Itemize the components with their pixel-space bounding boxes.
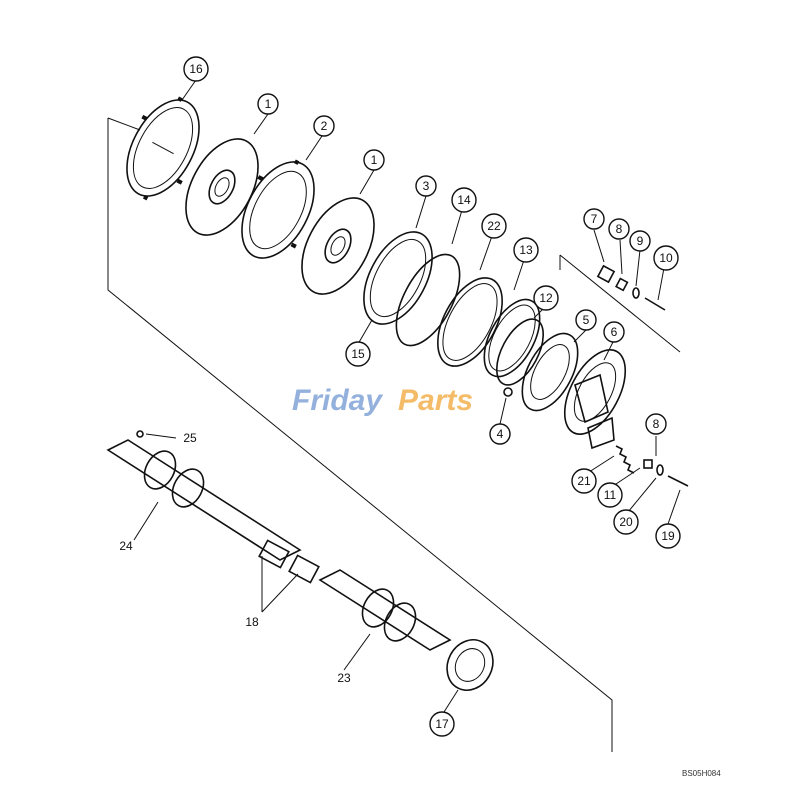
callout-22: 22 — [481, 213, 507, 239]
svg-text:9: 9 — [637, 234, 644, 248]
svg-text:14: 14 — [457, 193, 471, 207]
svg-text:5: 5 — [583, 313, 590, 327]
svg-text:20: 20 — [619, 515, 633, 529]
part-1-friction-disc-b — [301, 197, 375, 295]
drawing-code: BS05H084 — [682, 769, 721, 778]
part-13-ring — [483, 298, 541, 378]
plain-labels: 25 24 18 23 — [119, 431, 351, 685]
svg-text:13: 13 — [519, 243, 533, 257]
callout-8a: 8 — [608, 218, 630, 240]
svg-text:21: 21 — [577, 474, 591, 488]
leader-lines — [133, 79, 681, 713]
svg-text:7: 7 — [591, 212, 598, 226]
label-24: 24 — [119, 539, 133, 553]
svg-text:6: 6 — [611, 325, 618, 339]
part-14-ring — [395, 253, 461, 347]
parts-7-10-group — [596, 264, 666, 311]
callout-10: 10 — [653, 245, 679, 271]
svg-text:10: 10 — [659, 251, 673, 265]
svg-text:15: 15 — [351, 347, 365, 361]
svg-text:1: 1 — [265, 97, 272, 111]
callout-13: 13 — [513, 237, 539, 263]
svg-text:Parts: Parts — [398, 384, 473, 417]
callout-9: 9 — [629, 230, 651, 252]
callout-11: 11 — [597, 482, 623, 508]
callout-16: 16 — [183, 56, 209, 82]
svg-text:22: 22 — [487, 219, 501, 233]
svg-text:1: 1 — [371, 153, 378, 167]
svg-text:Friday: Friday — [292, 384, 383, 417]
svg-text:12: 12 — [539, 291, 553, 305]
parts-19-21-group — [615, 445, 689, 487]
part-5-housing — [521, 332, 579, 412]
callout-21: 21 — [571, 468, 597, 494]
svg-text:2: 2 — [321, 119, 328, 133]
part-12-ring — [496, 318, 544, 386]
part-2-plate — [241, 159, 315, 259]
callout-1b: 1 — [363, 149, 385, 171]
part-6-cover — [563, 349, 627, 450]
shaft-assembly — [106, 430, 494, 691]
callout-19: 19 — [655, 523, 681, 549]
callout-6: 6 — [603, 321, 625, 343]
part-22-ring — [437, 277, 503, 367]
svg-text:8: 8 — [616, 222, 623, 236]
callout-20: 20 — [613, 509, 639, 535]
callouts: 16 1 2 1 3 14 22 13 12 5 6 7 8 9 10 15 4… — [183, 56, 681, 737]
label-25: 25 — [183, 431, 197, 445]
part-3-piston — [363, 231, 433, 325]
svg-text:16: 16 — [189, 62, 203, 76]
part-16-plate — [126, 96, 200, 201]
svg-text:11: 11 — [604, 488, 617, 502]
part-4-pin — [503, 387, 513, 397]
callout-7: 7 — [583, 208, 605, 230]
callout-3: 3 — [415, 175, 437, 197]
svg-text:17: 17 — [435, 717, 449, 731]
svg-text:4: 4 — [497, 427, 504, 441]
callout-4: 4 — [489, 423, 511, 445]
svg-text:8: 8 — [653, 417, 660, 431]
callout-8b: 8 — [645, 413, 667, 435]
callout-12: 12 — [533, 285, 559, 311]
watermark: Friday Parts — [292, 384, 473, 417]
callout-14: 14 — [451, 187, 477, 213]
svg-text:3: 3 — [423, 179, 430, 193]
label-23: 23 — [337, 671, 351, 685]
svg-text:19: 19 — [661, 529, 675, 543]
callout-17: 17 — [429, 711, 455, 737]
callout-5: 5 — [575, 309, 597, 331]
assembly-frame — [107, 117, 681, 752]
callout-2: 2 — [313, 115, 335, 137]
callout-1a: 1 — [257, 93, 279, 115]
label-18: 18 — [245, 615, 259, 629]
callout-15: 15 — [345, 341, 371, 367]
